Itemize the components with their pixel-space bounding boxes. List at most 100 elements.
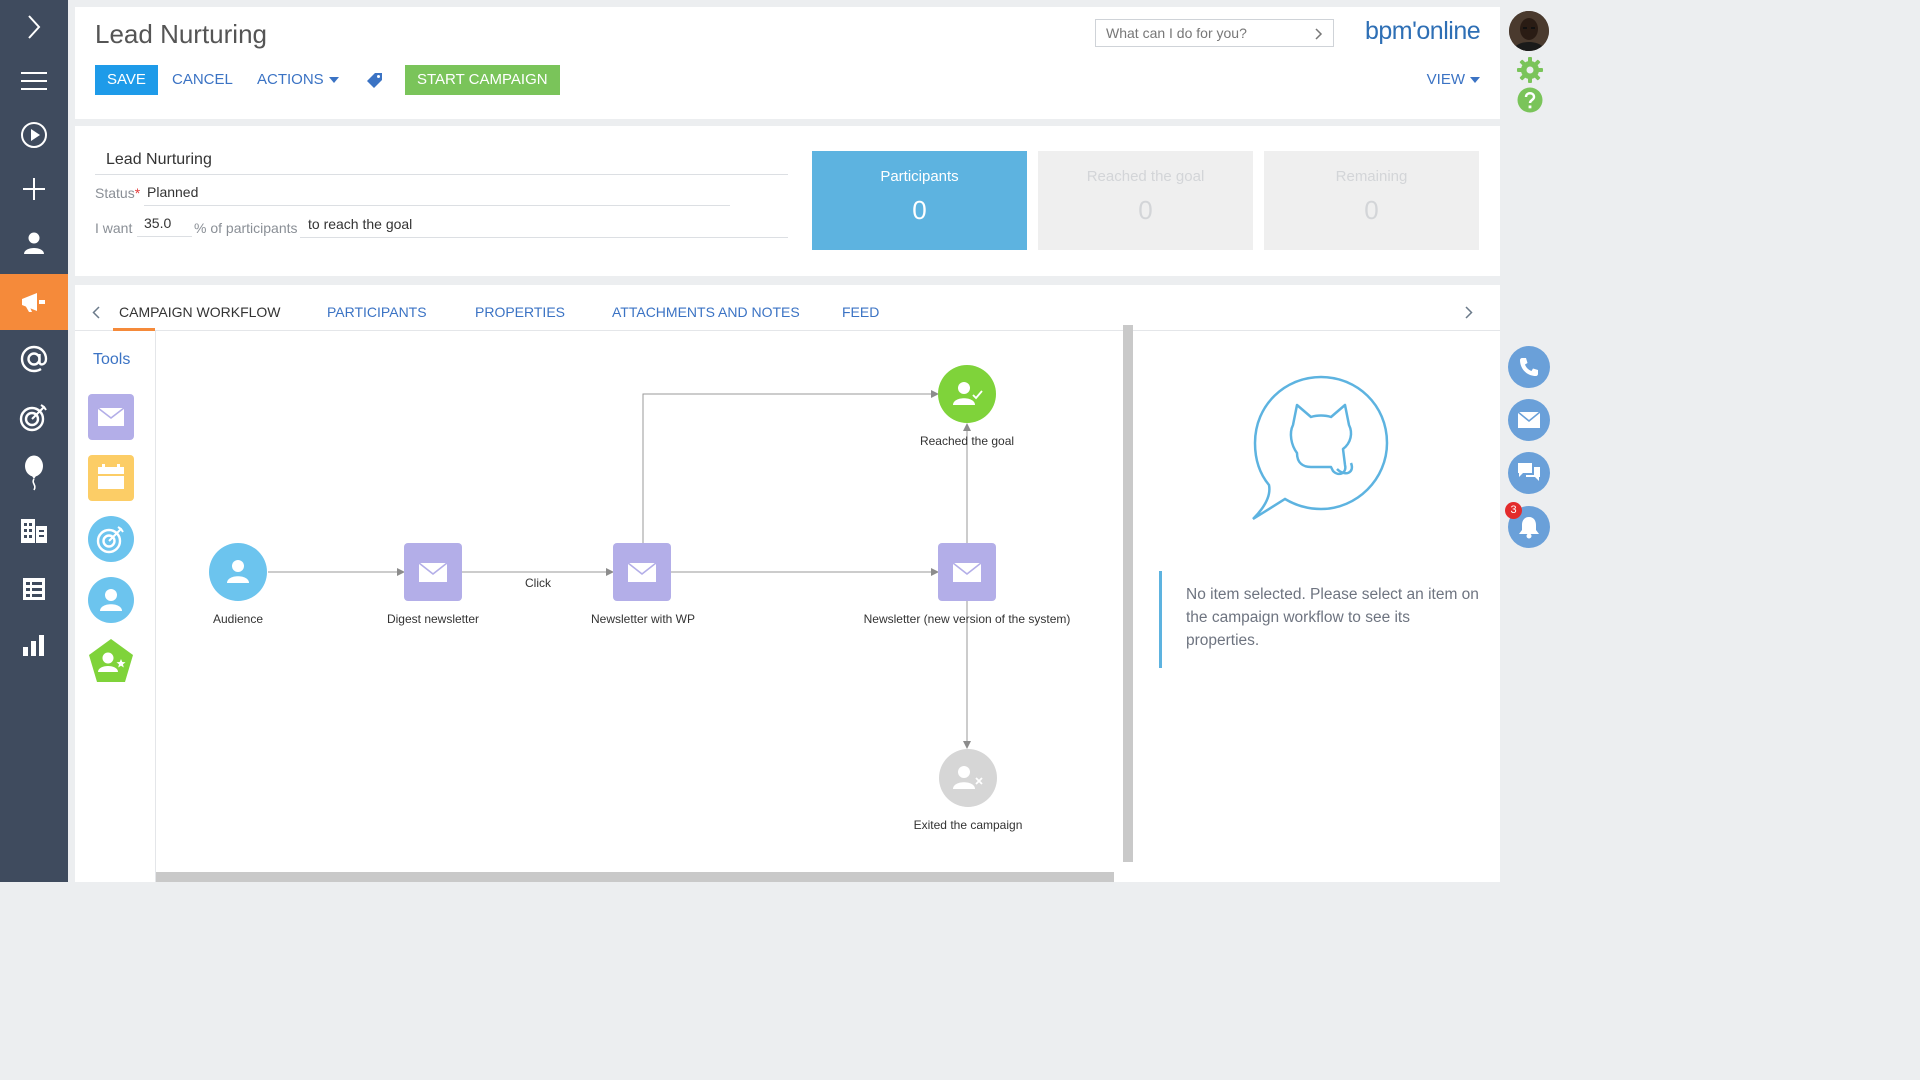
tabs-scroll-right[interactable] bbox=[1465, 306, 1473, 324]
node-newsletter-new-version[interactable] bbox=[938, 543, 996, 601]
tool-email[interactable] bbox=[88, 394, 134, 440]
phone-button[interactable] bbox=[1508, 346, 1550, 388]
tool-goal[interactable] bbox=[88, 638, 134, 684]
buildings-icon bbox=[21, 519, 47, 543]
nav-documents[interactable] bbox=[0, 562, 68, 616]
chat-icon bbox=[1518, 463, 1540, 481]
nav-leads[interactable] bbox=[0, 390, 68, 444]
stat-remaining[interactable]: Remaining 0 bbox=[1264, 151, 1479, 250]
goal-tool-icon bbox=[89, 639, 133, 682]
user-icon bbox=[24, 232, 44, 254]
brand-logo: bpm'online bbox=[1365, 17, 1481, 45]
nav-analytics[interactable] bbox=[0, 618, 68, 672]
calendar-tool-icon bbox=[88, 455, 134, 501]
percent-label: % of participants bbox=[194, 220, 298, 236]
tab-attachments-notes[interactable]: ATTACHMENTS AND NOTES bbox=[612, 304, 800, 320]
tag-icon bbox=[367, 73, 382, 88]
gear-icon bbox=[1517, 57, 1543, 83]
node-digest-newsletter[interactable] bbox=[404, 543, 462, 601]
tab-properties[interactable]: PROPERTIES bbox=[475, 304, 565, 320]
nav-add[interactable] bbox=[0, 162, 68, 216]
stat-value: 0 bbox=[1364, 195, 1379, 225]
caret-down-icon bbox=[1470, 77, 1480, 84]
left-navigation bbox=[0, 0, 68, 882]
chevron-left-icon bbox=[92, 306, 100, 319]
nav-contacts[interactable] bbox=[0, 216, 68, 270]
node-label-wp: Newsletter with WP bbox=[590, 612, 696, 626]
stat-value: 0 bbox=[912, 195, 927, 225]
help-icon bbox=[1517, 87, 1543, 113]
tools-title: Tools bbox=[93, 351, 131, 368]
search-placeholder: What can I do for you? bbox=[1106, 25, 1247, 41]
campaign-content: CAMPAIGN WORKFLOW PARTICIPANTS PROPERTIE… bbox=[75, 285, 1500, 882]
help-button[interactable] bbox=[1517, 87, 1543, 118]
notifications-button[interactable] bbox=[1508, 506, 1550, 548]
tag-button[interactable] bbox=[367, 72, 383, 93]
chevron-right-icon bbox=[1465, 306, 1473, 319]
tab-participants[interactable]: PARTICIPANTS bbox=[327, 304, 427, 320]
empty-state-cat-icon bbox=[1252, 375, 1389, 521]
vertical-scrollbar[interactable] bbox=[1123, 325, 1133, 862]
avatar[interactable] bbox=[1509, 11, 1549, 51]
view-dropdown[interactable]: VIEW bbox=[1415, 65, 1492, 95]
campaign-summary: Lead Nurturing Status* Planned I want 35… bbox=[75, 126, 1500, 276]
workflow-canvas[interactable]: Click bbox=[156, 331, 1116, 882]
nav-expand-button[interactable] bbox=[0, 0, 68, 54]
tool-lead-target[interactable] bbox=[88, 516, 134, 562]
nav-campaigns[interactable] bbox=[0, 274, 68, 330]
chat-button[interactable] bbox=[1508, 452, 1550, 494]
percent-input[interactable]: 35.0 bbox=[144, 215, 172, 231]
stat-label: Remaining bbox=[1335, 168, 1408, 185]
horizontal-scrollbar[interactable] bbox=[156, 872, 1114, 882]
nav-email[interactable] bbox=[0, 332, 68, 386]
nav-accounts[interactable] bbox=[0, 504, 68, 558]
tool-audience[interactable] bbox=[88, 577, 134, 623]
menu-icon bbox=[21, 72, 47, 90]
email-button[interactable] bbox=[1508, 399, 1550, 441]
node-newsletter-wp[interactable] bbox=[613, 543, 671, 601]
status-field[interactable]: Planned bbox=[147, 184, 199, 200]
bar-chart-icon bbox=[23, 635, 44, 656]
properties-panel: No item selected. Please select an item … bbox=[1133, 331, 1500, 882]
notification-count-badge: 3 bbox=[1505, 502, 1522, 519]
workflow-connectors bbox=[268, 390, 971, 749]
stat-label: Participants bbox=[880, 168, 959, 185]
save-button[interactable]: SAVE bbox=[95, 65, 158, 95]
cancel-button[interactable]: CANCEL bbox=[172, 71, 233, 88]
stat-participants[interactable]: Participants 0 bbox=[812, 151, 1027, 250]
tabs-scroll-left[interactable] bbox=[92, 306, 100, 324]
nav-processes[interactable] bbox=[0, 108, 68, 162]
node-label-reached-goal: Reached the goal bbox=[919, 434, 1015, 448]
phone-icon bbox=[1520, 358, 1538, 376]
node-label-new-version: Newsletter (new version of the system) bbox=[863, 612, 1071, 626]
start-campaign-button[interactable]: START CAMPAIGN bbox=[405, 65, 560, 95]
node-label-digest: Digest newsletter bbox=[386, 612, 480, 626]
building-list-icon bbox=[23, 578, 45, 600]
page-title: Lead Nurturing bbox=[95, 19, 267, 49]
tab-campaign-workflow[interactable]: CAMPAIGN WORKFLOW bbox=[119, 304, 281, 320]
email-tool-icon bbox=[88, 394, 134, 440]
node-audience[interactable] bbox=[209, 543, 267, 601]
chevron-right-icon bbox=[28, 15, 41, 39]
campaign-name-field[interactable]: Lead Nurturing bbox=[106, 151, 212, 168]
nav-menu-button[interactable] bbox=[0, 54, 68, 108]
right-communication-panel: 3 bbox=[1500, 0, 1568, 882]
stat-label: Reached the goal bbox=[1086, 168, 1205, 185]
tools-panel: Tools bbox=[75, 331, 156, 882]
stat-reached-goal[interactable]: Reached the goal 0 bbox=[1038, 151, 1253, 250]
actions-dropdown[interactable]: ACTIONS bbox=[245, 65, 351, 95]
balloon-icon bbox=[25, 455, 43, 491]
goal-select[interactable]: to reach the goal bbox=[308, 216, 413, 232]
actions-label: ACTIONS bbox=[257, 71, 324, 88]
workflow-diagram: Click bbox=[209, 365, 997, 807]
target-tool-icon bbox=[88, 516, 134, 562]
settings-button[interactable] bbox=[1516, 56, 1544, 89]
tool-timer[interactable] bbox=[88, 455, 134, 501]
chevron-right-icon bbox=[1315, 28, 1323, 40]
nav-events[interactable] bbox=[0, 446, 68, 500]
node-reached-goal[interactable] bbox=[938, 365, 996, 423]
command-search-input[interactable]: What can I do for you? bbox=[1095, 19, 1334, 47]
page-header: Lead Nurturing SAVE CANCEL ACTIONS START… bbox=[75, 7, 1500, 119]
node-exited-campaign[interactable] bbox=[939, 749, 997, 807]
tab-feed[interactable]: FEED bbox=[842, 304, 880, 320]
